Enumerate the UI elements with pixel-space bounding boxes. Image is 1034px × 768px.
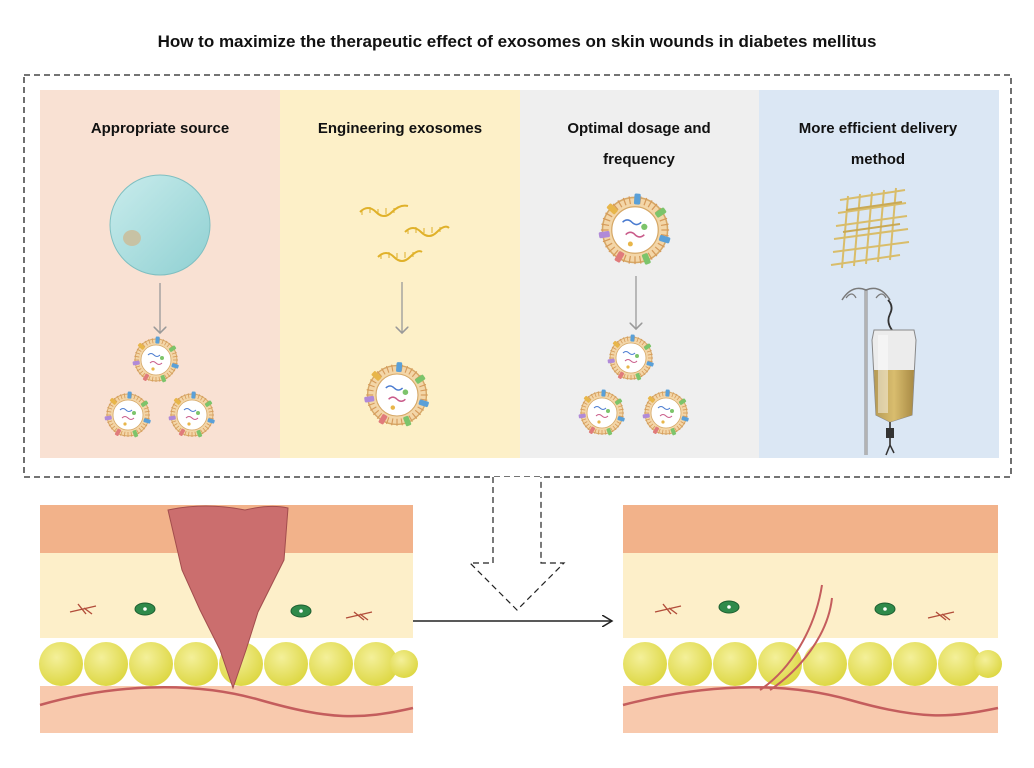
exosome-icon [168,391,215,438]
wounded-skin-panel [39,505,418,733]
new-blood-vessel [759,584,833,691]
iv-drip-icon [841,287,917,456]
engineered-exosome-icon [364,362,429,427]
scaffold-icon [830,187,910,269]
panel-2-heading: Engineering exosomes [318,120,482,137]
exosome-icon [104,391,151,438]
wound [167,505,289,690]
exosome-icon [607,334,654,381]
rna-strand-icon [359,204,450,262]
cell-icon [718,600,896,616]
cell-icon [134,602,312,618]
exosome-icon [132,336,179,383]
fibroblast-icon [69,603,373,621]
panel-3-heading-line1: Optimal dosage and [567,120,710,137]
exosome-icon [642,389,689,436]
exosome-icon [598,193,671,265]
exosome-icon [578,389,625,436]
hollow-down-arrow-icon [468,477,566,611]
blood-vessel [622,686,999,717]
panel-4-heading-line2: method [851,151,905,168]
fibroblast-icon [654,603,955,621]
figure-title: How to maximize the therapeutic effect o… [158,32,877,51]
fat-cell-layer [623,642,1002,686]
healed-skin-panel [622,505,1002,733]
panel-1-heading: Appropriate source [91,120,229,137]
panel-4-heading-line1: More efficient delivery [799,120,958,137]
stem-cell-icon [109,174,211,276]
panel-dosage-frequency [520,90,759,458]
blood-vessel [39,686,414,718]
panel-3-heading-line2: frequency [603,151,675,168]
